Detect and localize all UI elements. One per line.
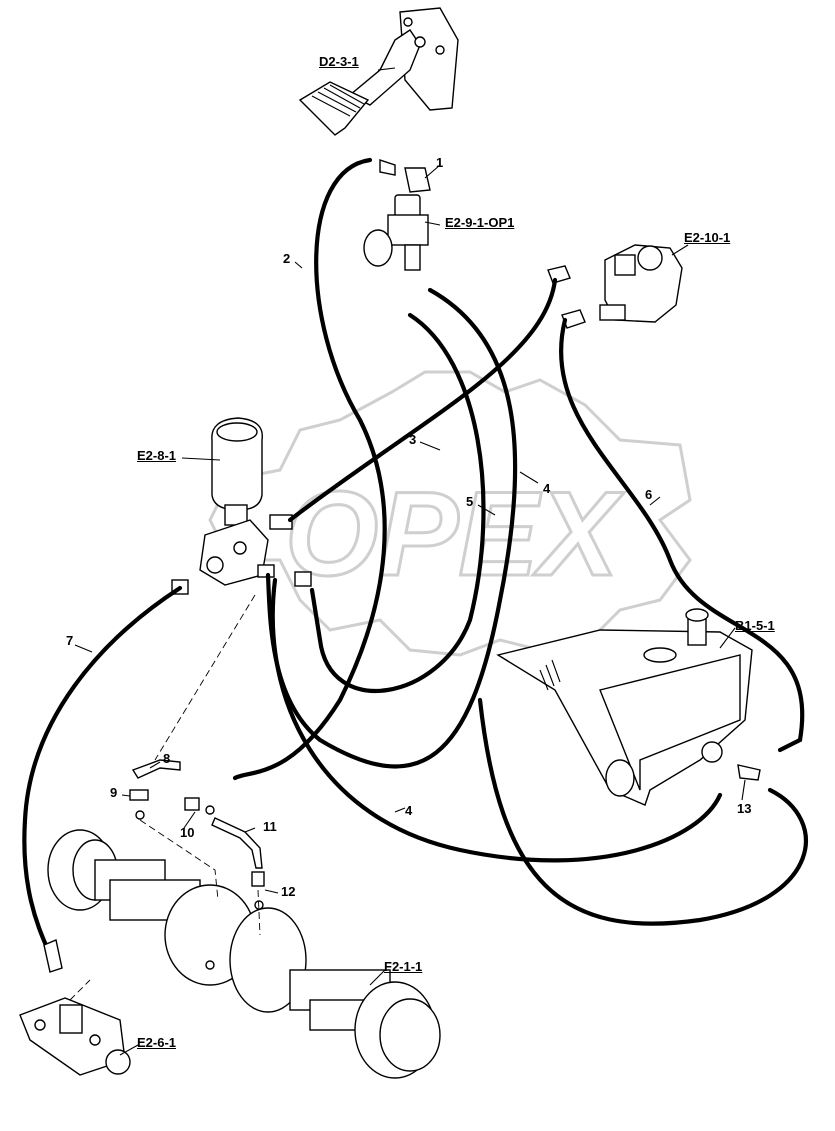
callout-3: 3 bbox=[409, 432, 417, 447]
label-pedal-ref: D2-3-1 bbox=[319, 54, 359, 69]
callout-7: 7 bbox=[66, 633, 74, 648]
label-manifold-ref: E2-6-1 bbox=[137, 1035, 177, 1050]
fittings bbox=[129, 759, 761, 910]
label-valve-ref: E2-9-1-OP1 bbox=[445, 215, 515, 230]
callout-8: 8 bbox=[163, 751, 171, 766]
callout-6: 6 bbox=[645, 487, 653, 502]
callout-13: 13 bbox=[737, 801, 752, 816]
label-axle-ref: F2-1-1 bbox=[384, 959, 423, 974]
hose-6 bbox=[558, 317, 805, 753]
callout-9: 9 bbox=[110, 785, 118, 800]
callout-1: 1 bbox=[436, 155, 444, 170]
callout-4-upper: 4 bbox=[543, 481, 551, 496]
hose-5 bbox=[309, 312, 486, 693]
callout-11: 11 bbox=[263, 819, 277, 834]
brake-valve-icon bbox=[363, 159, 431, 271]
accumulator-icon bbox=[171, 417, 312, 595]
label-accumulator-ref: E2-8-1 bbox=[137, 448, 177, 463]
hose-13 bbox=[477, 697, 808, 926]
hoses bbox=[22, 157, 808, 973]
hose-4-right bbox=[270, 577, 723, 863]
label-tank-ref: B1-5-1 bbox=[735, 618, 775, 633]
hydraulic-tank-icon bbox=[496, 608, 753, 806]
dashed-leaders bbox=[69, 594, 261, 1001]
drive-axle-icon bbox=[47, 829, 441, 1079]
opex-watermark: OPEX bbox=[208, 370, 692, 657]
callout-10: 10 bbox=[180, 825, 195, 840]
hose-3 bbox=[287, 277, 558, 523]
distribution-manifold-icon bbox=[19, 997, 131, 1076]
watermark-text: OPEX bbox=[285, 467, 625, 601]
label-pump-ref: E2-10-1 bbox=[684, 230, 731, 245]
callout-2: 2 bbox=[283, 251, 291, 266]
brake-pedal-icon bbox=[298, 7, 459, 136]
hydraulic-pump-icon bbox=[547, 244, 683, 329]
hose-2 bbox=[232, 157, 387, 781]
hose-7 bbox=[22, 585, 183, 963]
callout-4-lower: 4 bbox=[405, 803, 413, 818]
callout-12: 12 bbox=[281, 884, 296, 899]
callout-5: 5 bbox=[466, 494, 474, 509]
label-leaders bbox=[74, 67, 746, 1056]
